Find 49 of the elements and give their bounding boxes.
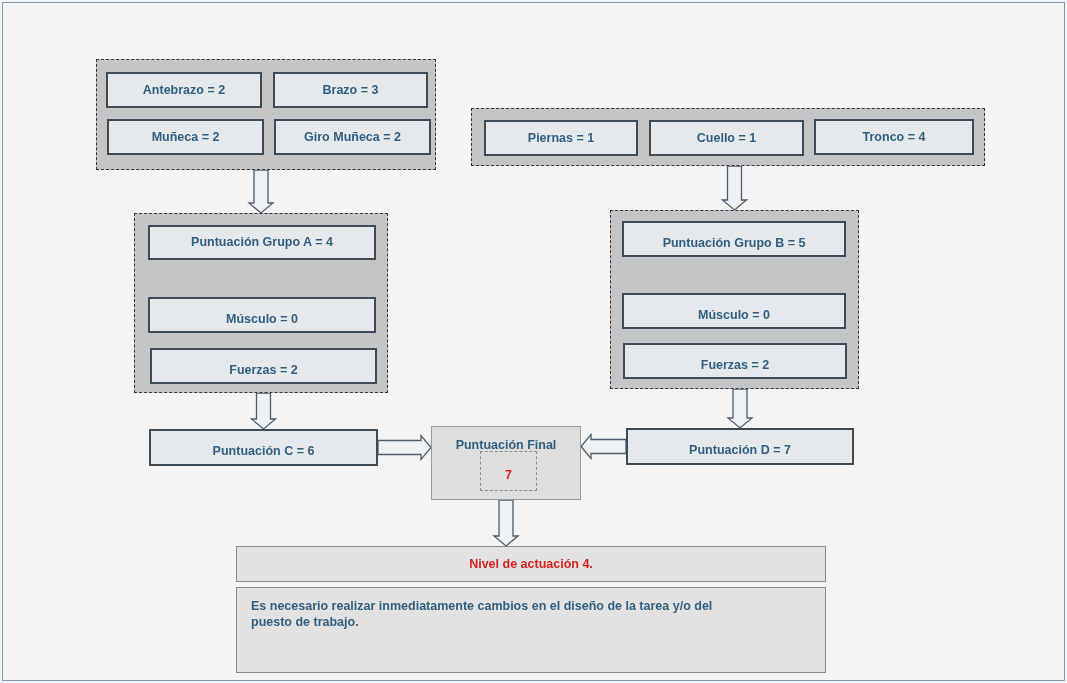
- score-label: Puntuación D = 7: [689, 442, 791, 459]
- score-label: Músculo = 0: [226, 310, 298, 328]
- score-label: Tronco = 4: [862, 128, 926, 146]
- score-label: Puntuación Grupo B = 5: [662, 234, 806, 252]
- score-box: [148, 297, 376, 333]
- level-box: [236, 546, 826, 582]
- score-box: [484, 120, 638, 156]
- score-label: Piernas = 1: [527, 129, 595, 147]
- block-arrow: [247, 169, 275, 214]
- score-label: Giro Muñeca = 2: [304, 128, 401, 146]
- group-panel: [134, 213, 388, 393]
- score-box: [150, 348, 377, 384]
- block-arrow: [377, 433, 432, 462]
- block-arrow: [726, 388, 754, 429]
- score-box: [626, 428, 854, 465]
- block-arrow: [580, 432, 627, 461]
- score-box: [622, 221, 846, 257]
- score-label: Puntuación Final: [455, 437, 557, 454]
- score-label: Antebrazo = 2: [142, 81, 226, 99]
- note-box: [236, 587, 826, 673]
- score-box: [814, 119, 974, 155]
- score-box: [649, 120, 804, 156]
- block-arrow: [249, 392, 278, 430]
- score-value: 7: [505, 466, 512, 484]
- score-label: Fuerzas = 2: [700, 356, 770, 374]
- group-panel: [471, 108, 985, 166]
- score-label: Cuello = 1: [696, 129, 757, 147]
- score-box: [107, 119, 264, 155]
- score-box: [106, 72, 262, 108]
- score-label: Brazo = 3: [322, 81, 379, 99]
- block-arrow: [492, 499, 520, 547]
- group-panel: [96, 59, 436, 170]
- score-box: [622, 293, 846, 329]
- final-score-box: [431, 426, 581, 500]
- score-label: Puntuación Grupo A = 4: [191, 234, 333, 251]
- block-arrow: [720, 165, 749, 211]
- score-box: [149, 429, 378, 466]
- score-box: [148, 225, 376, 260]
- score-label: Es necesario realizar inmediatamente cambios en el diseño de la tarea y/o del puesto de trabajo.: [251, 598, 714, 631]
- score-label: Puntuación C = 6: [212, 443, 315, 460]
- score-box: [623, 343, 847, 379]
- score-label: Fuerzas = 2: [229, 361, 298, 379]
- score-box: [274, 119, 431, 155]
- score-box: [273, 72, 428, 108]
- score-label: Músculo = 0: [698, 306, 770, 324]
- score-label: Muñeca = 2: [151, 128, 220, 146]
- group-panel: [610, 210, 859, 389]
- score-value: Nivel de actuación 4.: [469, 555, 593, 573]
- score-value-box: [480, 451, 537, 491]
